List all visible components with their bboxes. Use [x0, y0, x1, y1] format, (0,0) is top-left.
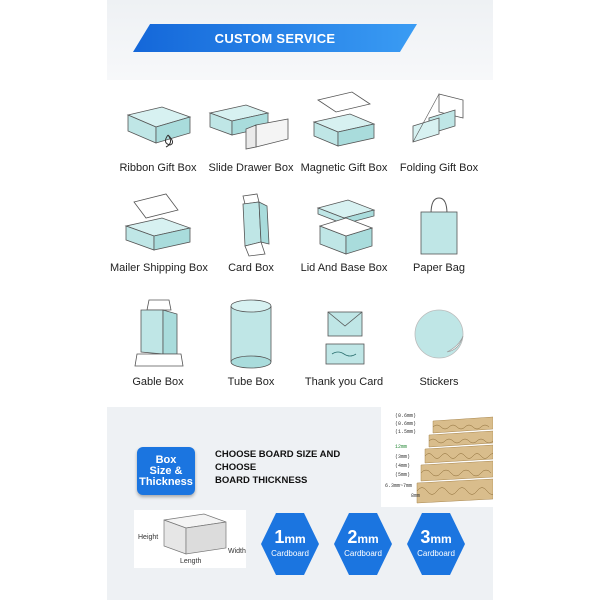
product-folding-gift-box[interactable]: Folding Gift Box — [391, 90, 487, 174]
layer-label: (5mm) — [395, 472, 411, 478]
thickness-unit: mm — [430, 532, 452, 546]
banner-title: CUSTOM SERVICE — [214, 30, 336, 46]
badge-line: Size & — [149, 464, 183, 477]
hexagon-badge-icon — [334, 513, 392, 575]
box-size-thickness-badge: Box Size & Thickness — [137, 447, 195, 495]
box-dimension-diagram: Height Width Length — [134, 510, 246, 568]
product-label: Folding Gift Box — [399, 162, 479, 174]
product-lid-and-base-box[interactable]: Lid And Base Box — [296, 192, 392, 274]
page: CUSTOM SERVICE Ribbon Gift Box Slide Dra… — [107, 0, 493, 600]
corrugated-layers-image — [416, 416, 493, 504]
product-paper-bag[interactable]: Paper Bag — [391, 192, 487, 274]
thickness-option-3mm[interactable]: 3mm Cardboard — [405, 511, 467, 577]
product-label: Paper Bag — [413, 262, 465, 274]
stickers-icon — [414, 309, 464, 359]
mailer-shipping-box-icon — [124, 193, 192, 251]
hexagon-badge-icon — [407, 513, 465, 575]
product-ribbon-gift-box[interactable]: Ribbon Gift Box — [110, 103, 206, 174]
thickness-unit: mm — [284, 532, 306, 546]
gable-box-icon — [134, 299, 184, 367]
layer-label: 12mm — [395, 444, 408, 450]
folding-gift-box-icon — [412, 93, 464, 143]
product-mailer-shipping-box[interactable]: Mailer Shipping Box — [110, 192, 208, 274]
thickness-unit: mm — [357, 532, 379, 546]
custom-service-banner: CUSTOM SERVICE — [133, 24, 417, 52]
thickness-label: Cardboard — [271, 549, 309, 558]
product-label: Mailer Shipping Box — [110, 262, 208, 274]
layer-label: (4mm) — [395, 463, 411, 469]
product-label: Card Box — [228, 262, 274, 274]
height-label: Height — [138, 534, 159, 541]
thickness-value: 1 — [274, 527, 285, 547]
product-stickers[interactable]: Stickers — [391, 296, 487, 388]
layer-label: 8mm — [411, 493, 421, 499]
tube-box-icon — [230, 299, 272, 369]
product-thank-you-card[interactable]: Thank you Card — [296, 296, 392, 388]
product-slide-drawer-box[interactable]: Slide Drawer Box — [203, 103, 299, 174]
thickness-label: Cardboard — [344, 549, 382, 558]
thickness-option-2mm[interactable]: 2mm Cardboard — [332, 511, 394, 577]
thickness-option-1mm[interactable]: 1mm Cardboard — [259, 511, 321, 577]
layer-label: (0.6mm) — [395, 413, 417, 419]
thickness-value: 2 — [347, 527, 358, 547]
length-label: Length — [180, 558, 202, 565]
slide-drawer-box-icon — [208, 104, 289, 150]
dimension-box-image — [163, 513, 227, 555]
product-tube-box[interactable]: Tube Box — [203, 296, 299, 388]
badge-line: Thickness — [139, 475, 193, 488]
product-card-box[interactable]: Card Box — [203, 192, 299, 274]
hexagon-badge-icon — [261, 513, 319, 575]
product-label: Gable Box — [132, 376, 184, 388]
thickness-label: Cardboard — [417, 549, 455, 558]
layer-label: (1.5mm) — [395, 429, 417, 435]
product-label: Slide Drawer Box — [208, 162, 294, 174]
size-thickness-section: Box Size & Thickness CHOOSE BOARD SIZE A… — [107, 407, 493, 600]
layer-label: (0.6mm) — [395, 421, 417, 427]
product-label: Magnetic Gift Box — [300, 162, 388, 174]
heading-line: BOARD THICKNESS — [215, 475, 308, 486]
badge-line: Box — [155, 453, 177, 466]
card-box-icon — [242, 193, 270, 257]
product-magnetic-gift-box[interactable]: Magnetic Gift Box — [296, 88, 392, 174]
magnetic-gift-box-icon — [312, 91, 376, 147]
thank-you-card-icon — [325, 311, 365, 365]
ribbon-gift-box-icon — [126, 106, 192, 148]
product-label: Lid And Base Box — [300, 262, 388, 274]
width-label: Width — [228, 548, 246, 555]
product-label: Ribbon Gift Box — [119, 162, 197, 174]
lid-and-base-box-icon — [316, 199, 376, 255]
heading-line: CHOOSE BOARD SIZE AND CHOOSE — [215, 449, 341, 473]
thickness-value: 3 — [420, 527, 431, 547]
product-gable-box[interactable]: Gable Box — [110, 296, 206, 388]
paper-bag-icon — [420, 197, 458, 255]
corrugated-board-diagram: (0.6mm) (0.6mm) (1.5mm) 12mm (3mm) (4mm)… — [381, 407, 493, 507]
section-heading: CHOOSE BOARD SIZE AND CHOOSE BOARD THICK… — [215, 448, 375, 487]
layer-label: (3mm) — [395, 454, 411, 460]
layer-label: 6.3mm~7mm — [385, 483, 413, 489]
product-label: Thank you Card — [304, 376, 384, 388]
product-label: Tube Box — [227, 376, 275, 388]
product-label: Stickers — [419, 376, 459, 388]
